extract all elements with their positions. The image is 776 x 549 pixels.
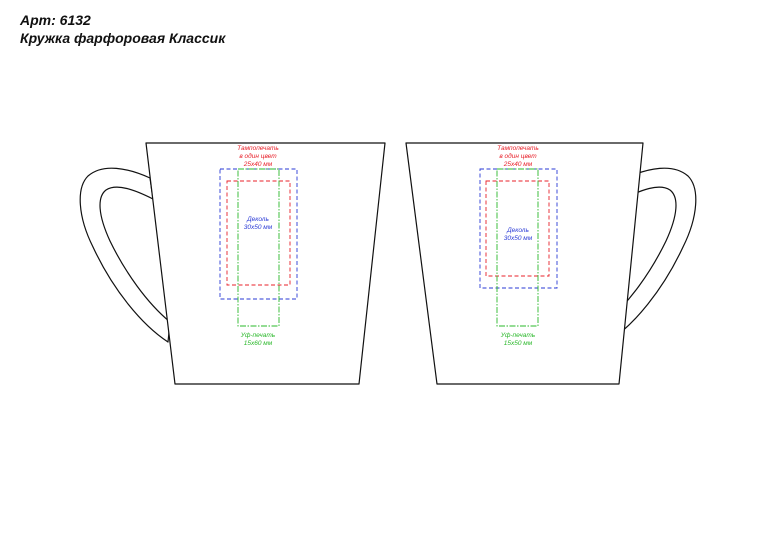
mug-left: Тампопечать в один цвет 25х40 мм Деколь … bbox=[79, 142, 386, 385]
mug-right: Тампопечать в один цвет 25х40 мм Деколь … bbox=[405, 142, 697, 385]
mug-right-tampo-area bbox=[485, 180, 550, 277]
mug-left-uv-size: 15х60 мм bbox=[244, 340, 273, 347]
mug-right-uv-title: Уф-печать bbox=[500, 332, 536, 339]
mug-left-decal-size: 30х50 мм bbox=[244, 224, 273, 231]
mug-left-uv-area bbox=[237, 168, 280, 327]
mug-left-tampo-size: 25х40 мм bbox=[243, 161, 273, 168]
mug-left-uv-title: Уф-печать bbox=[240, 332, 276, 339]
mug-right-decal-title: Деколь bbox=[506, 227, 529, 234]
title-block: Арт: 6132 Кружка фарфоровая Классик bbox=[20, 11, 225, 47]
mug-right-body bbox=[405, 142, 644, 385]
mug-right-uv-area bbox=[496, 168, 539, 327]
mug-right-uv-size: 15х50 мм bbox=[504, 340, 533, 347]
mug-right-decal-area bbox=[479, 168, 558, 289]
product-name: Кружка фарфоровая Классик bbox=[20, 30, 226, 46]
mug-left-tampo-area bbox=[226, 180, 291, 286]
mug-right-tampo-subtitle: в один цвет bbox=[499, 152, 537, 160]
mug-left-decal-title: Деколь bbox=[246, 216, 269, 223]
mug-left-body bbox=[145, 142, 386, 385]
mug-right-tampo-size: 25х40 мм bbox=[503, 161, 533, 168]
article-number: Арт: 6132 bbox=[20, 12, 91, 28]
mug-left-tampo-title: Тампопечать bbox=[237, 145, 279, 152]
mug-left-handle bbox=[79, 167, 171, 343]
mug-right-tampo-title: Тампопечать bbox=[497, 145, 539, 152]
mug-left-tampo-subtitle: в один цвет bbox=[239, 152, 277, 160]
mug-right-decal-size: 30х50 мм bbox=[504, 235, 533, 242]
